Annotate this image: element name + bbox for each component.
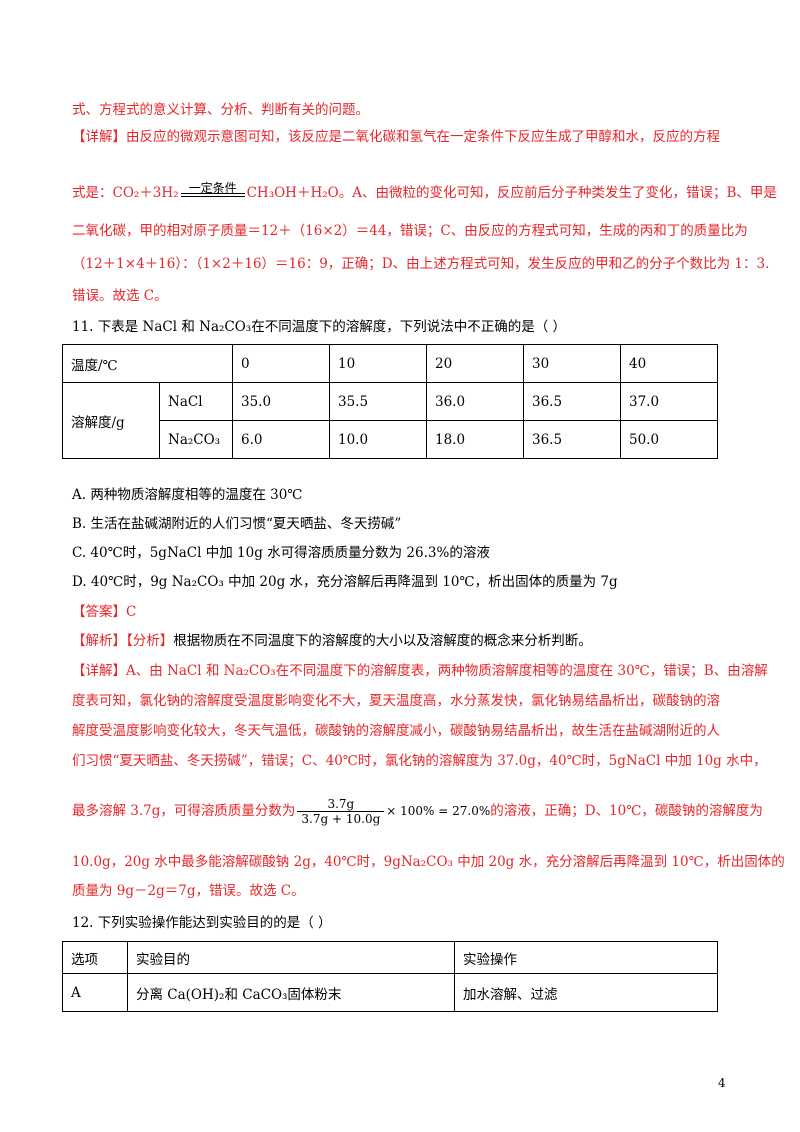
option-d: D. 40℃时，9g Na₂CO₃ 中加 20g 水，充分溶解后再降温到 10℃… [72,574,618,590]
detail-line: 们习惯“夏天晒盐、冬天捞碱”，错误；C、40℃时，氯化钠的溶解度为 37.0g，… [72,753,767,769]
option-b: B. 生活在盐碱湖附近的人们习惯“夏天晒盐、冬天捞碱” [72,516,402,532]
question-12-stem: 12. 下列实验操作能达到实验目的的是（ ） [72,915,332,931]
tag-answer: 【答案】 [72,604,126,620]
text-line: 【详解】由反应的微观示意图可知，该反应是二氧化碳和氢气在一定条件下反应生成了甲醇… [72,126,720,148]
option-c: C. 40℃时，5gNaCl 中加 10g 水可得溶质质量分数为 26.3%的溶… [72,545,490,561]
table-cell: A [62,973,128,1012]
equation-line: 式是：CO₂＋3H₂ 一定条件 CH₃OH＋H₂O。A、由微粒的变化可知，反应前后分… [72,181,777,204]
text-line: （12＋1×4＋16）：（1×2＋16）＝16：9，正确；D、由上述方程式可知，… [72,256,770,272]
text: A、由 NaCl 和 Na₂CO₃在不同温度下的溶解度表，两种物质溶解度相等的温… [126,663,768,679]
text-line: 式、方程式的意义计算、分析、判断有关的问题。 [72,102,369,118]
page-number: 4 [718,1076,726,1090]
temp-cell: 10 [329,344,427,383]
text-line: 错误。故选 C。 [72,288,168,304]
value-cell: 18.0 [426,420,524,459]
solubility-table: 温度/℃ 0 10 20 30 40 溶解度/g NaCl 35.0 35.5 … [62,344,718,459]
fraction-numerator: 3.7g [297,797,385,812]
header-cell: 选项 [62,941,128,974]
temp-cell: 0 [232,344,330,383]
question-11-stem: 11. 下表是 NaCl 和 Na₂CO₃在不同温度下的溶解度，下列说法中不正确… [72,319,567,335]
answer-value: C [126,604,137,620]
tag-detail: 【详解】 [72,129,126,145]
temp-cell: 30 [523,344,621,383]
answer-line: 【答案】C [72,601,136,623]
header-temp: 温度/℃ [62,344,233,383]
value-cell: 10.0 [329,420,427,459]
detail-line: 质量为 9g－2g＝7g，错误。故选 C。 [72,883,305,899]
value-cell: 50.0 [620,420,718,459]
text: 式是：CO₂＋3H₂ [72,185,179,201]
table-cell: 分离 Ca(OH)₂和 CaCO₃固体粉末 [127,973,455,1012]
text-line: 二氧化碳，甲的相对原子质量＝12＋（16×2）＝44，错误；C、由反应的方程式可… [72,223,748,239]
value-cell: 35.5 [329,382,427,421]
text: 根据物质在不同温度下的溶解度的大小以及溶解度的概念来分析判断。 [173,633,592,649]
value-cell: 36.5 [523,382,621,421]
text: 最多溶解 3.7g，可得溶质质量分数为 [72,803,296,819]
text: 的溶液，正确；D、10℃，碳酸钠的溶解度为 [490,803,763,819]
tag-detail: 【详解】 [72,663,126,679]
table-cell: 加水溶解、过滤 [454,973,718,1012]
temp-cell: 40 [620,344,718,383]
reaction-arrow: 一定条件 [180,181,245,202]
experiment-table: 选项 实验目的 实验操作 A 分离 Ca(OH)₂和 CaCO₃固体粉末 加水溶… [62,941,718,1012]
value-cell: 6.0 [232,420,330,459]
temp-cell: 20 [426,344,524,383]
tag-analysis: 【解析】【分析】 [72,633,174,649]
fraction-tail: × 100% = 27.0% [386,804,491,818]
text: CH₃OH＋H₂O。A、由微粒的变化可知，反应前后分子种类发生了变化，错误；B、… [246,185,777,201]
condition-label: 一定条件 [188,180,237,195]
detail-line: 解度受温度影响变化较大，冬天气温低，碳酸钠的溶解度减小，碳酸钠易结晶析出，故生活… [72,723,720,739]
detail-line: 度表可知，氯化钠的溶解度受温度影响变化不大，夏天温度高，水分蒸发快，氯化钠易结晶… [72,693,720,709]
detail-line: 10.0g，20g 水中最多能溶解碳酸钠 2g，40℃时，9gNa₂CO₃ 中加… [72,854,785,870]
value-cell: 35.0 [232,382,330,421]
detail-line: 【详解】A、由 NaCl 和 Na₂CO₃在不同温度下的溶解度表，两种物质溶解度… [72,660,768,682]
header-cell: 实验操作 [454,941,718,974]
value-cell: 37.0 [620,382,718,421]
substance-name: Na₂CO₃ [159,420,233,459]
value-cell: 36.0 [426,382,524,421]
text: 由反应的微观示意图可知，该反应是二氧化碳和氢气在一定条件下反应生成了甲醇和水，反… [126,129,720,145]
option-a: A. 两种物质溶解度相等的温度在 30℃ [72,487,303,503]
header-solubility: 溶解度/g [62,382,160,459]
substance-name: NaCl [159,382,233,421]
value-cell: 36.5 [523,420,621,459]
analysis-line: 【解析】【分析】根据物质在不同温度下的溶解度的大小以及溶解度的概念来分析判断。 [72,630,592,652]
fraction-denominator: 3.7g + 10.0g [301,812,381,826]
header-cell: 实验目的 [127,941,455,974]
